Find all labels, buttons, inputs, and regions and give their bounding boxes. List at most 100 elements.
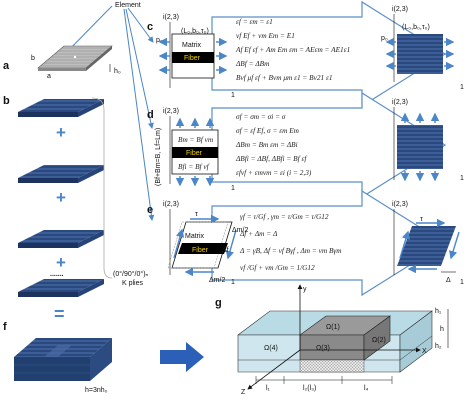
- panel-e-tau: τ: [195, 211, 198, 218]
- panel-c-eq-3: Af Ef εf + Am Em εm = AEεm = AE1ε1: [235, 45, 350, 54]
- panel-e-axis-i: i(2,3): [163, 201, 179, 208]
- panel-g-h: h: [440, 326, 444, 333]
- panel-d-equation-arrow: [211, 91, 447, 199]
- panel-g-h1: h₁: [435, 308, 442, 315]
- panel-d-eq-3: ΔBm = Bm εm = ΔBi: [235, 140, 298, 149]
- panel-d-eq-5: εfνf + εmνm = εi (i = 2,3): [236, 168, 312, 177]
- panel-g-3d-block: [237, 310, 433, 373]
- panel-a-dim-b: b: [31, 55, 35, 62]
- panel-e-original-outline: [167, 221, 229, 269]
- panel-e-delta-f: Δf: [222, 247, 229, 254]
- panel-g-axes: [247, 284, 421, 390]
- panel-c-eq-1: εf = εm = ε1: [236, 17, 273, 26]
- panel-c-out-load: (L₀,b₀,τ₀): [402, 24, 430, 31]
- ply-group-brace: [91, 97, 113, 279]
- ply-count: K plies: [122, 280, 144, 287]
- panel-c-out-axis-i: i(2,3): [392, 6, 408, 13]
- panel-c-stress: p₀: [156, 37, 163, 44]
- panel-d-box-bottom: Bfi = Bf νf: [178, 162, 210, 171]
- panel-d-eq-1: σf = σm = σi = σ: [236, 112, 286, 121]
- ply-1: [18, 99, 104, 117]
- panel-c-out-element: [397, 34, 443, 74]
- panel-d-out-axis-1: 1: [460, 175, 464, 182]
- panel-g-l4: l₄: [364, 385, 369, 392]
- panel-g-axis-z: Z: [241, 389, 246, 396]
- panel-g-l2: l₂(l₃): [303, 385, 316, 392]
- panel-e-out-axis-1: 1: [460, 279, 464, 286]
- panel-e-equation-arrow: [211, 189, 447, 297]
- panel-d-axis-i: i(2,3): [163, 108, 179, 115]
- panel-d-side-label: (Bf+Bm=B, Lf=Lm): [155, 128, 162, 186]
- panel-a-dim-h0: h₀: [114, 68, 121, 75]
- ply-2: [18, 165, 104, 183]
- panel-d-fiber: Fiber: [186, 150, 203, 157]
- panel-d-eq-4: ΔBfi = ΔBf, ΔBfi = Bf εf: [235, 154, 307, 163]
- ply-4: [18, 279, 104, 297]
- panel-a-label: a: [3, 60, 10, 72]
- panel-c-label: c: [147, 21, 153, 33]
- panel-e-delta-half-bottom: Δm/2: [209, 277, 225, 284]
- panel-g-omega1: Ω(1): [326, 324, 340, 331]
- panel-c-axis-i: i(2,3): [163, 14, 179, 21]
- panel-e-eq-3: Δ = γB, Δf = νf Bγf , Δm = νm Bγm: [239, 246, 342, 255]
- panel-c-out-arrows: [385, 37, 455, 71]
- panel-d-fiber-band: [172, 147, 218, 158]
- panel-e-eq-4: νf /Gf + νm /Gm = 1/G12: [240, 263, 315, 272]
- panel-g-omega2: Ω(2): [372, 337, 386, 344]
- plus-sign-1: +: [56, 123, 66, 142]
- panel-e-eq-2: Δf + Δm = Δ: [239, 229, 277, 238]
- panel-e-out-delta: Δ: [446, 277, 451, 284]
- laminate-thickness: h=3nh₀: [85, 387, 108, 394]
- panel-c-out-axis-1: 1: [460, 84, 464, 91]
- panel-e-label: e: [147, 204, 153, 216]
- panel-c-load-arrows: [158, 37, 228, 75]
- panel-d-out-element: [397, 125, 443, 169]
- panel-g-length-dims: [255, 376, 393, 384]
- panel-d-out-axis-i: i(2,3): [392, 99, 408, 106]
- element-label: Element: [115, 2, 141, 9]
- panel-c-eq-5: Bνf μf εf + Bνm μm ε1 = Bν21 ε1: [236, 73, 333, 82]
- panel-d-axis-1: 1: [231, 185, 235, 192]
- panel-g-l1: l₁: [266, 385, 271, 392]
- panel-d-label: d: [147, 109, 154, 121]
- panel-e-fiber-band: [178, 243, 228, 254]
- panel-e-delta-half-top: Δm/2: [232, 227, 248, 234]
- panel-e-matrix: Matrix: [185, 233, 205, 240]
- ply-3: [18, 230, 104, 248]
- panel-e-out-arrows: [399, 218, 460, 274]
- panel-a-dim-a: a: [47, 73, 51, 80]
- panel-g-label: g: [215, 297, 222, 309]
- ply-sequence: (0°/90°/0°)ₙ: [113, 270, 149, 278]
- plus-sign-3: +: [56, 253, 66, 272]
- panel-c-out-stress: p₀: [381, 35, 388, 42]
- panel-a-element-plate: [37, 45, 113, 71]
- plus-sign-2: +: [56, 188, 66, 207]
- laminate-block: [14, 338, 112, 381]
- panel-c-axis-1: 1: [231, 92, 235, 99]
- panel-g-omega4: Ω(4): [264, 345, 278, 352]
- panel-g-h2: h₂: [435, 343, 442, 350]
- panel-d-eq-2: σf = εf Ef, σ = εm Em: [236, 126, 299, 135]
- panel-e-shear-arrows: [173, 214, 237, 277]
- panel-b-label: b: [3, 95, 10, 107]
- panel-c-eq-4: ΔBf = ΔBm: [235, 59, 269, 68]
- panel-e-eq-1: γf = τ/Gf , γm = τ/Gm = τ/G12: [240, 212, 329, 221]
- panel-d-box-top: Bm = Bf νm: [178, 135, 213, 144]
- panel-g-axis-x: X: [422, 348, 427, 355]
- panel-c-eq-2: νf Ef + νm Em = E1: [236, 31, 295, 40]
- panel-d-load-arrows: [175, 117, 215, 187]
- panel-c-matrix: Matrix: [182, 42, 202, 49]
- panel-f-label: f: [3, 321, 7, 333]
- panel-c-load: (L₀,b₀,τ₀): [181, 28, 209, 35]
- panel-e-out-tau: τ: [420, 216, 423, 223]
- ply-ellipsis: .......: [50, 271, 64, 278]
- transition-arrow: [160, 342, 204, 372]
- panel-e-fiber: Fiber: [192, 247, 209, 254]
- panel-g-axis-y: y: [303, 286, 307, 293]
- panel-c-fiber: Fiber: [184, 55, 201, 62]
- panel-e-out-axis-i: i(2,3): [392, 201, 408, 208]
- panel-e-axis-1: 1: [231, 279, 235, 286]
- panel-c-fiber-band: [172, 52, 214, 63]
- panel-c-equation-arrow: [211, 0, 447, 108]
